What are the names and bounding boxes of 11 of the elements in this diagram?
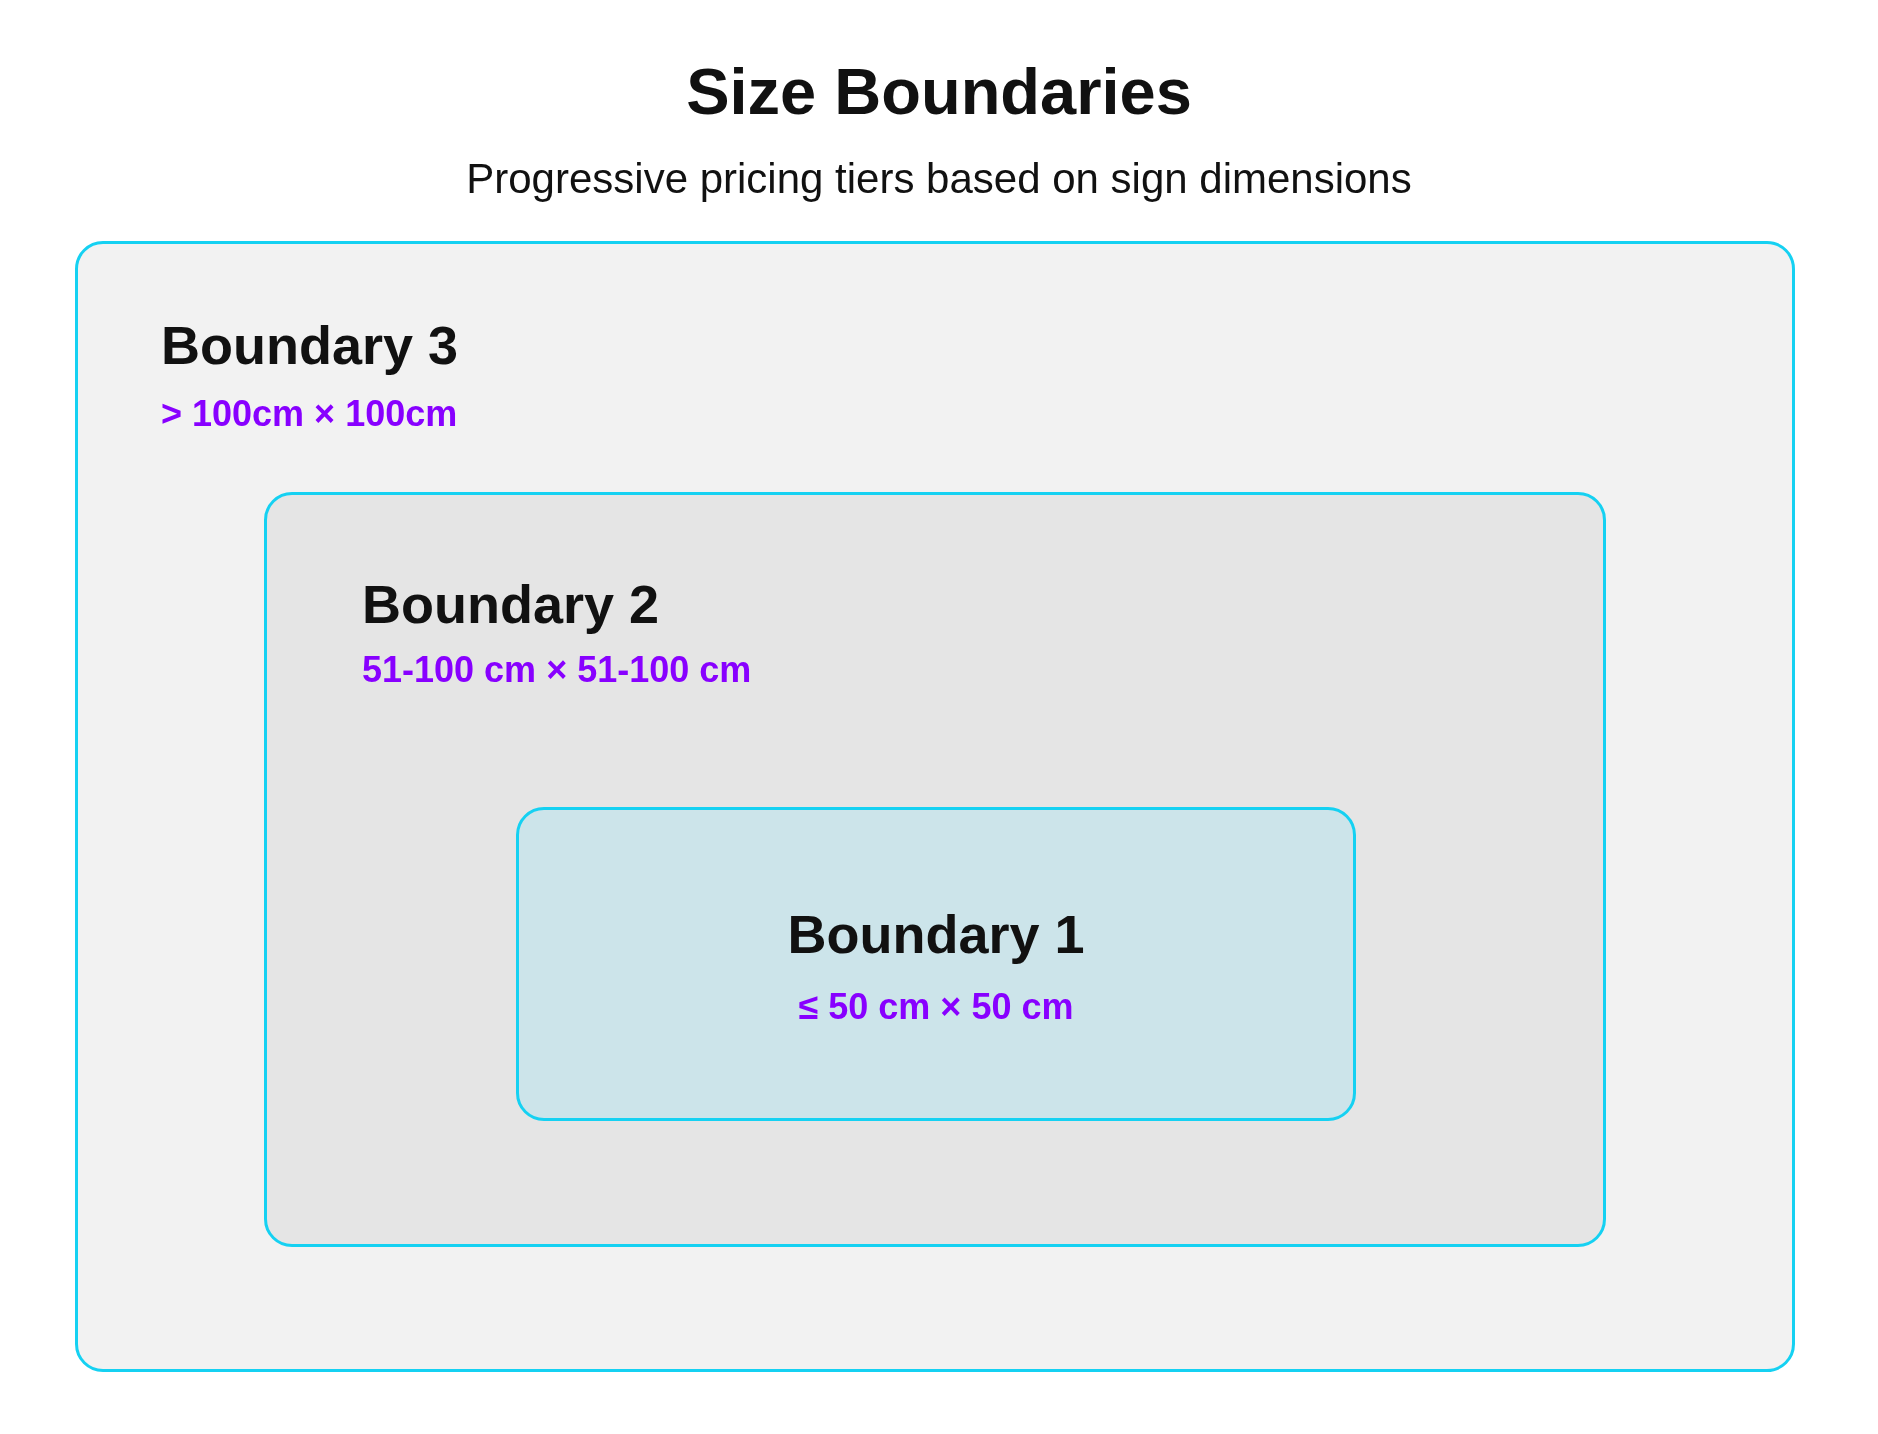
subtitle: Progressive pricing tiers based on sign dimensions	[466, 155, 1412, 202]
boundary-heading: Boundary 3	[161, 314, 459, 377]
size-range: ≤ 50 cm × 50 cm	[797, 985, 1075, 1029]
boundary-heading: Boundary 1	[786, 903, 1086, 966]
boundary-panel	[75, 241, 1795, 1372]
boundary-panel	[516, 807, 1356, 1121]
boundary-heading: Boundary 2	[362, 573, 660, 636]
diagram-title: Size Boundaries	[685, 54, 1193, 130]
size-range: 51-100 cm × 51-100 cm	[362, 648, 752, 692]
boundary-panel	[264, 492, 1606, 1247]
size-range: > 100cm × 100cm	[161, 392, 458, 436]
